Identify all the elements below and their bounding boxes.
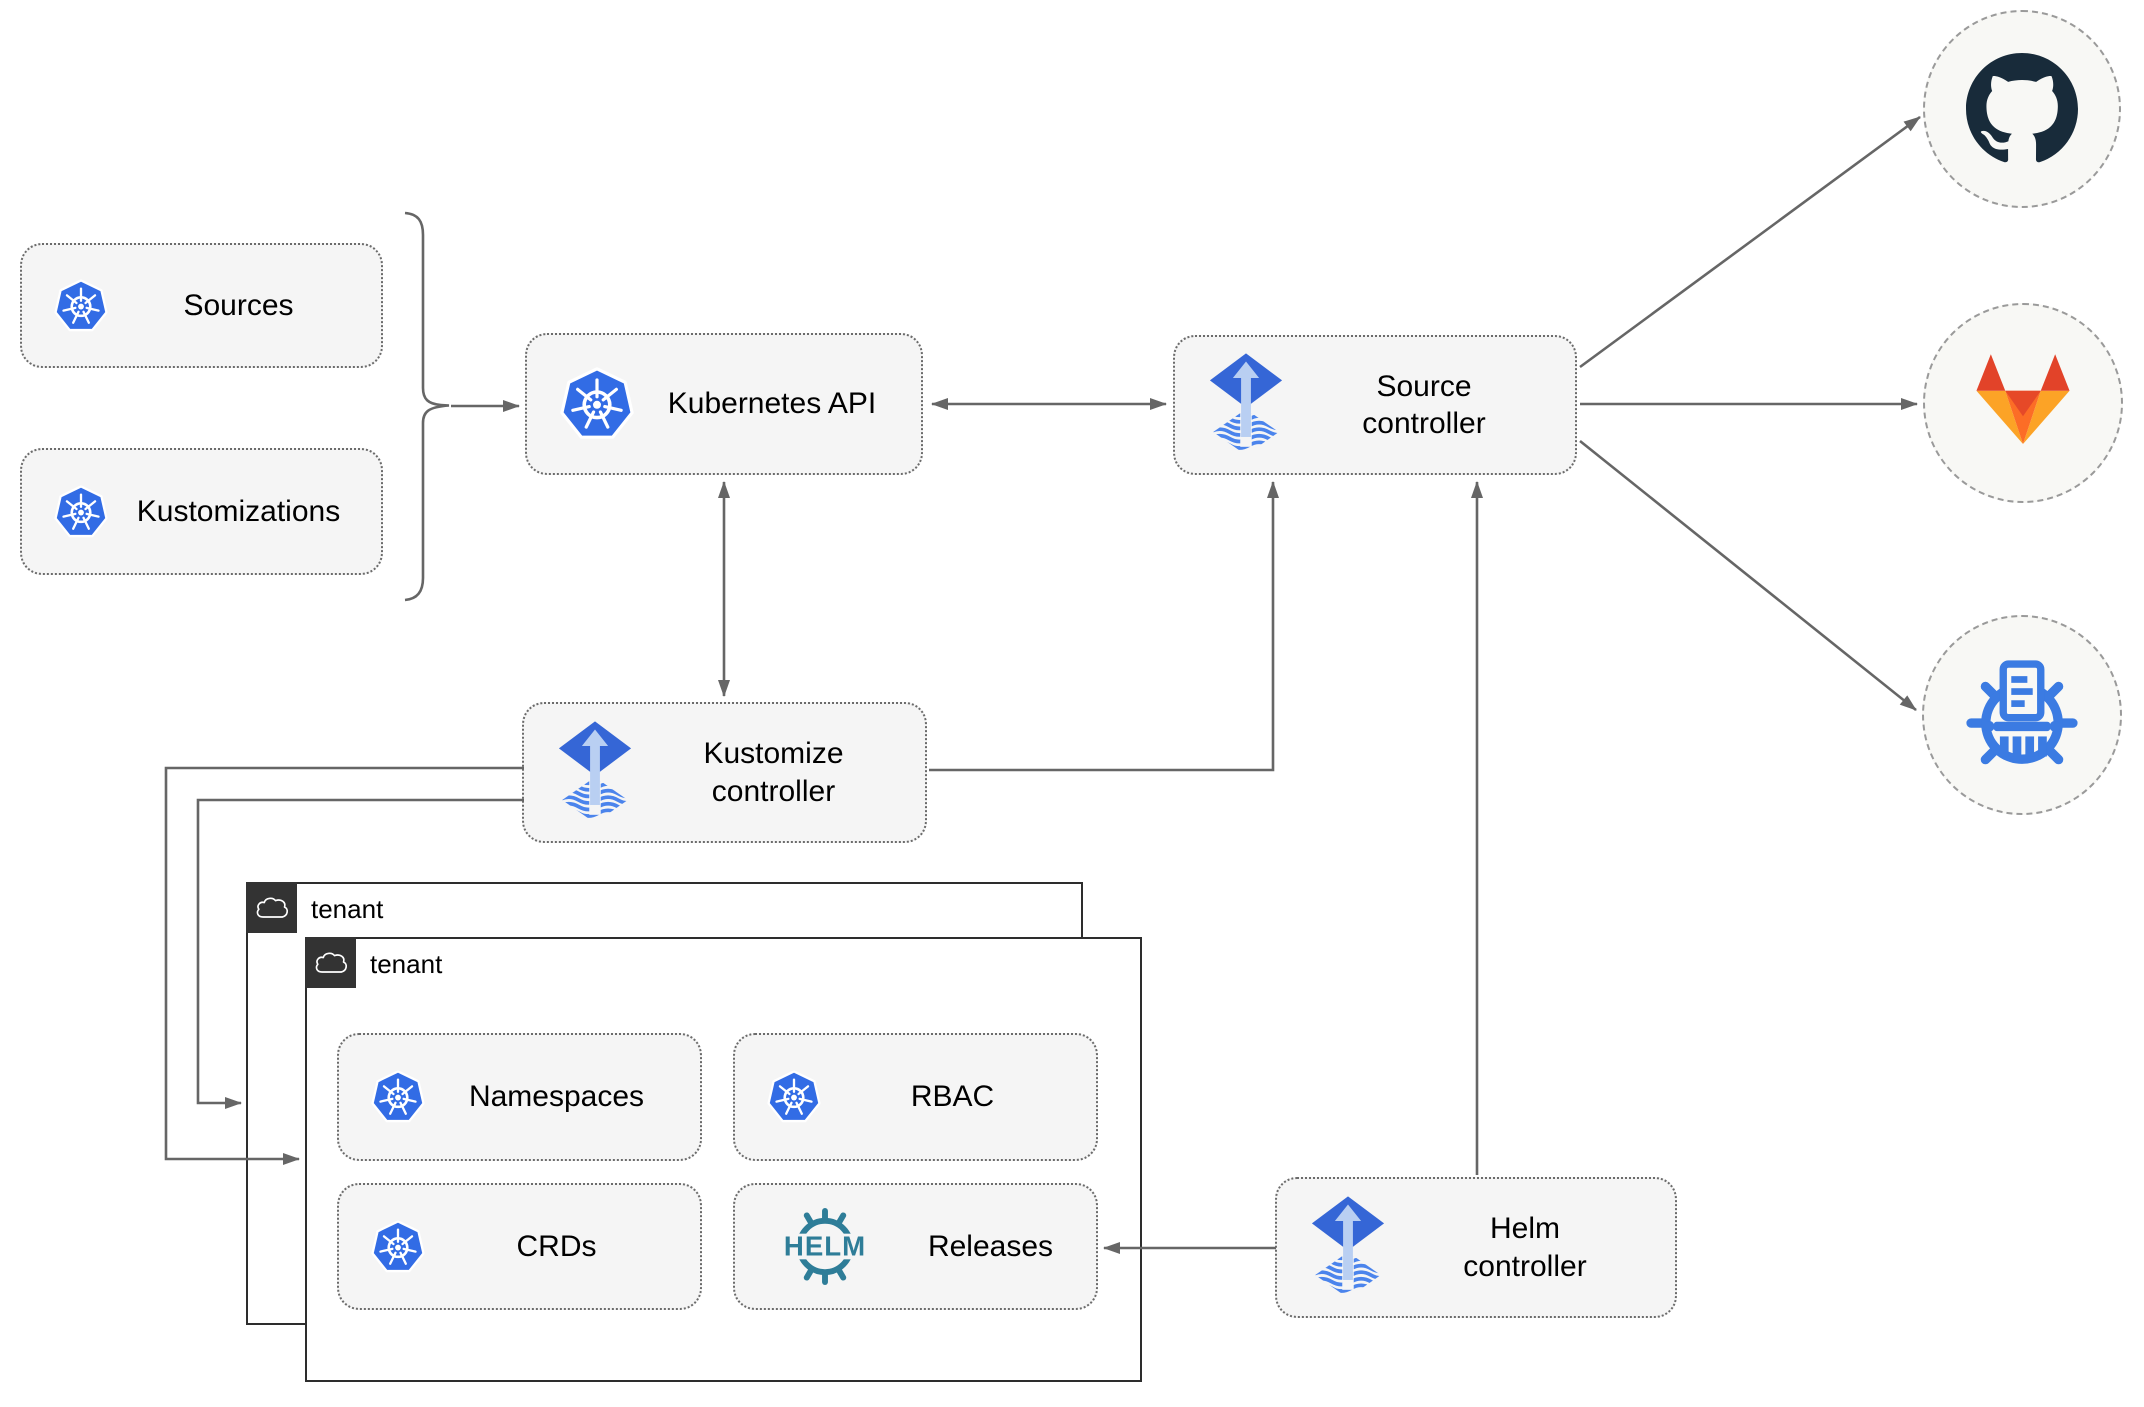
node-sources-label: Sources <box>183 288 294 322</box>
node-releases: HELM Releases <box>733 1183 1098 1310</box>
cloud-icon <box>254 895 290 921</box>
node-source-controller: Source controller <box>1173 335 1577 475</box>
node-kustomizations: Kustomizations <box>20 448 383 575</box>
external-target-chartmuseum <box>1922 615 2122 815</box>
external-target-gitlab <box>1923 303 2123 503</box>
node-rbac-label: RBAC <box>910 1080 995 1114</box>
external-target-github <box>1923 10 2121 208</box>
kubernetes-icon <box>557 364 637 444</box>
node-releases-label: Releases <box>927 1229 1054 1263</box>
node-kubernetes-api: Kubernetes API <box>525 333 923 475</box>
tenant-front-label: tenant <box>370 949 443 979</box>
node-source-controller-label: Source controller <box>1362 369 1486 441</box>
chartmuseum-icon <box>1955 648 2089 782</box>
node-namespaces: Namespaces <box>337 1033 702 1161</box>
node-crds: CRDs <box>337 1183 702 1310</box>
node-helm-controller-label: Helm controller <box>1463 1212 1587 1283</box>
cloud-icon <box>313 950 349 976</box>
node-kustomizations-label: Kustomizations <box>136 494 341 528</box>
tenant-back-label: tenant <box>311 894 384 924</box>
node-kustomize-controller: Kustomize controller <box>522 702 927 843</box>
github-icon <box>1966 53 2078 165</box>
kubernetes-icon <box>52 277 110 335</box>
gitlab-icon <box>1964 352 2082 454</box>
helm-logo-text: HELM <box>784 1230 866 1261</box>
kubernetes-icon <box>52 483 110 541</box>
node-crds-label: CRDs <box>516 1229 597 1263</box>
connector-sourcectrl-chartmuseum <box>1579 439 1917 712</box>
helm-logo-icon: HELM <box>780 1208 870 1285</box>
kubernetes-icon <box>765 1068 823 1126</box>
node-sources: Sources <box>20 243 383 368</box>
brace-sources-group <box>404 211 450 602</box>
node-helm-controller: Helm controller <box>1275 1177 1677 1318</box>
flux-icon <box>1205 353 1287 457</box>
connector-kustomizectrl-sourcectrl <box>929 481 1279 772</box>
kubernetes-icon <box>369 1218 427 1276</box>
node-kustomize-controller-label: Kustomize controller <box>703 737 844 808</box>
flux-icon <box>1307 1196 1389 1300</box>
node-namespaces-label: Namespaces <box>468 1080 645 1114</box>
tenant-front-header <box>305 937 356 988</box>
flux-icon <box>554 721 636 825</box>
node-rbac: RBAC <box>733 1033 1098 1161</box>
connector-sourcectrl-github <box>1579 115 1921 369</box>
kubernetes-icon <box>369 1068 427 1126</box>
tenant-back-header <box>246 882 297 933</box>
node-kubernetes-api-label: Kubernetes API <box>667 387 877 421</box>
